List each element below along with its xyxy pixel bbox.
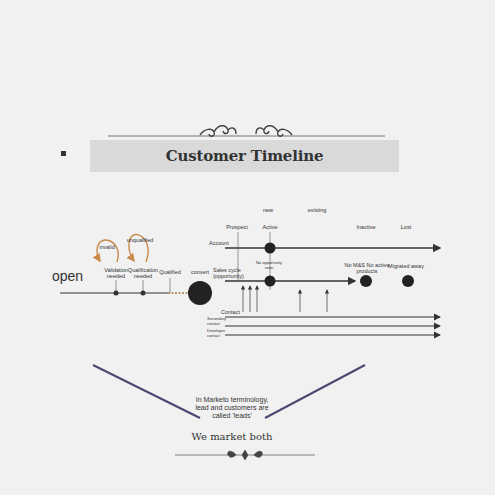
timeline-dot [141,291,146,296]
sales-line [225,280,355,281]
title-band: Customer Timeline [90,140,399,172]
funnel-line [265,365,365,418]
timeline-dot [265,243,276,254]
tick [170,278,171,293]
line-label: Secondary contact [207,317,229,326]
timeline-dot [114,291,119,296]
contact-line [225,325,440,326]
state-label: Prospect [226,224,248,230]
note-heading: We market both [192,431,273,443]
stage-label: Qualification needed [124,267,162,280]
timeline-dot [360,275,372,287]
ornament-line [108,136,385,137]
loop-label: invalid [99,244,115,250]
contact-line [225,316,440,317]
timeline-dot [265,276,276,287]
convert-dot [188,281,212,305]
ornament-scroll [228,450,263,460]
loop-label: unqualified [127,237,154,243]
state-label: new [263,207,273,213]
line-label: Developer contact [207,329,229,338]
event-arrow [327,290,328,312]
note-label: No opportunity seen [254,261,284,270]
event-arrow [257,286,258,312]
ornament-scroll [200,126,236,136]
bullet-square [61,151,66,156]
event-arrow [250,286,251,312]
stage-label: convert [191,269,209,275]
timeline-dot [402,275,414,287]
stage-label: Qualified [159,269,181,275]
state-label: Lost [401,224,411,230]
loop-arrow [97,240,118,262]
state-label: open [52,268,83,284]
state-label: Migrated away [388,263,424,269]
state-label: No M&S No active products [338,262,396,275]
state-label: existing [308,207,327,213]
state-label: Active [263,224,278,230]
line-label: Sales cycle (opportunity) [213,267,253,280]
page-title: Customer Timeline [166,147,323,165]
ornament-scroll [256,126,292,136]
event-arrow [243,286,244,312]
account-line [225,247,440,248]
line-label: Account [209,240,229,246]
lead-line-dashed [168,292,188,293]
funnel-line [93,365,200,418]
note-text: In Marketo terminology, lead and custome… [190,396,274,420]
state-label: Inactive [357,224,376,230]
contact-line [225,334,440,335]
event-arrow [300,290,301,312]
line-label: Contact [221,309,240,315]
